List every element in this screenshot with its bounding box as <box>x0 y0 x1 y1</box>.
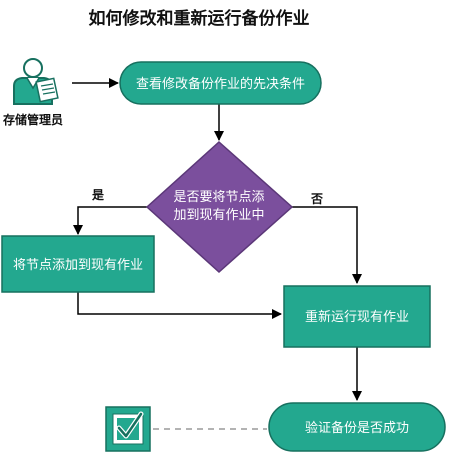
role-label: 存储管理员 <box>2 112 63 127</box>
page-title: 如何修改和重新运行备份作业 <box>88 9 310 29</box>
node-rerun-existing-job-label: 重新运行现有作业 <box>305 309 409 325</box>
arrow-decision-no <box>292 206 362 284</box>
storage-admin-icon <box>13 58 59 105</box>
node-add-to-existing-job <box>1 235 155 293</box>
arrow-decision-yes <box>73 206 147 235</box>
edge-label-no: 否 <box>310 192 323 206</box>
node-check-prerequisites <box>119 61 322 105</box>
node-decision <box>145 140 294 274</box>
node-verify-backup-label: 验证备份是否成功 <box>305 420 409 436</box>
node-check-prerequisites-label: 查看修改备份作业的先决条件 <box>136 76 305 92</box>
node-rerun-existing-job <box>283 285 431 348</box>
node-decision-label-line1: 是否要将节点添 <box>173 190 264 205</box>
node-verify-backup <box>268 402 446 452</box>
node-decision-label-line2: 加到现有作业中 <box>173 208 264 223</box>
checkbox-checked-icon <box>105 406 151 452</box>
node-add-to-existing-job-label: 将节点添加到现有作业 <box>13 258 143 273</box>
edge-label-yes: 是 <box>91 188 105 202</box>
arrow-addnode-to-rerun <box>77 292 282 319</box>
